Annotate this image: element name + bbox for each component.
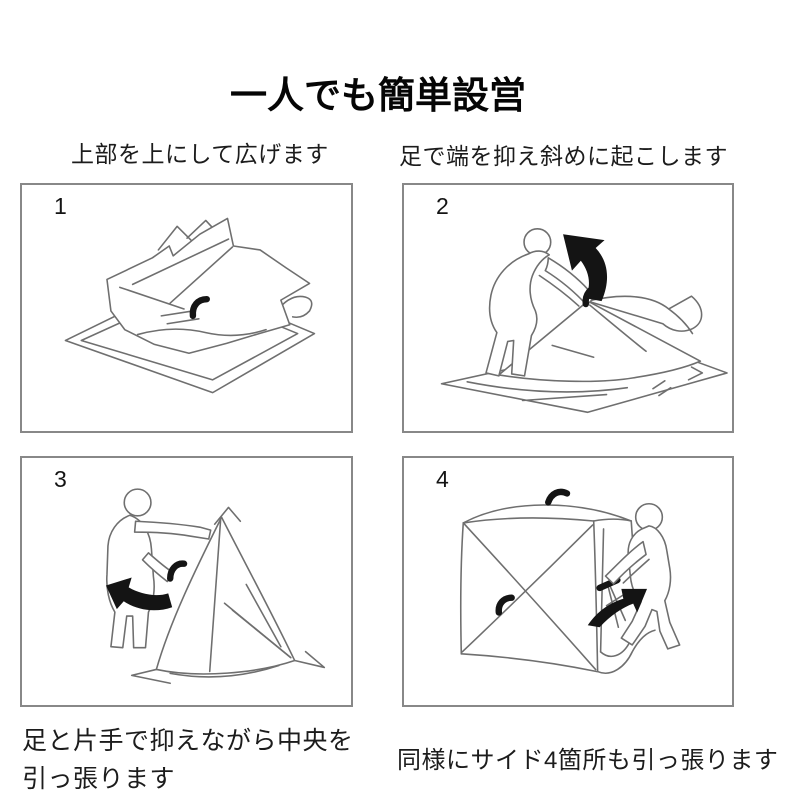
step-3-number: 3 [54, 466, 67, 492]
step-2-illustration lifting-tent-icon [440, 228, 728, 414]
tent-creases [551, 304, 694, 358]
tent-raised-triangle [498, 300, 702, 383]
step-1-illustration folded-tent-icon [64, 217, 316, 394]
step-4-caption: 同様にサイド4箇所も引っ張ります [397, 747, 779, 774]
cross-handle-icon [495, 594, 515, 616]
center-handle-icon [189, 295, 210, 320]
person-figure [604, 502, 681, 650]
crumpled-tent-body [106, 217, 311, 355]
person-head [123, 488, 152, 517]
step-2-caption: 足で端を抑え斜めに起こします [399, 143, 728, 169]
step-4-panel: 4 [402, 456, 734, 707]
person-second-arm [538, 274, 580, 307]
step-3-caption: 足と片手で抑えながら中央を 引っ張ります [22, 727, 354, 793]
step-4-number: 4 [436, 466, 449, 492]
step-2-number: 2 [436, 193, 449, 219]
step-1-number: 1 [54, 193, 67, 219]
roof-handle-icon [545, 488, 571, 506]
person-lower-arm [141, 552, 174, 583]
tent-body [155, 516, 296, 675]
person-arm [544, 257, 596, 306]
fold-creases [119, 238, 267, 337]
step-3-illustration pulling-center-icon [105, 488, 326, 685]
step-2-panel: 2 [402, 183, 734, 433]
person-second-arm [622, 558, 650, 584]
rotate-up-arrow-icon [563, 234, 608, 302]
sheet-creases [466, 366, 704, 402]
center-handle-icon [166, 560, 188, 582]
pull-left-arrow-icon [105, 577, 173, 611]
cube-tent-frame [459, 504, 656, 674]
step-4-illustration cube-tent-icon [459, 488, 681, 674]
step-1-caption: 上部を上にして広げます [71, 141, 329, 167]
tent-creases [130, 506, 326, 685]
person-upper-arm [133, 520, 212, 540]
person-figure [485, 228, 596, 377]
tent-side-wing [586, 295, 703, 332]
step-1-panel: 1 [20, 183, 353, 433]
pull-right-arrow-icon [587, 588, 648, 628]
step-3-panel: 3 [20, 456, 353, 707]
person-arm [604, 540, 647, 585]
person-body [620, 525, 681, 650]
page-title: 一人でも簡単設営 [230, 74, 526, 116]
person-body [485, 250, 551, 377]
